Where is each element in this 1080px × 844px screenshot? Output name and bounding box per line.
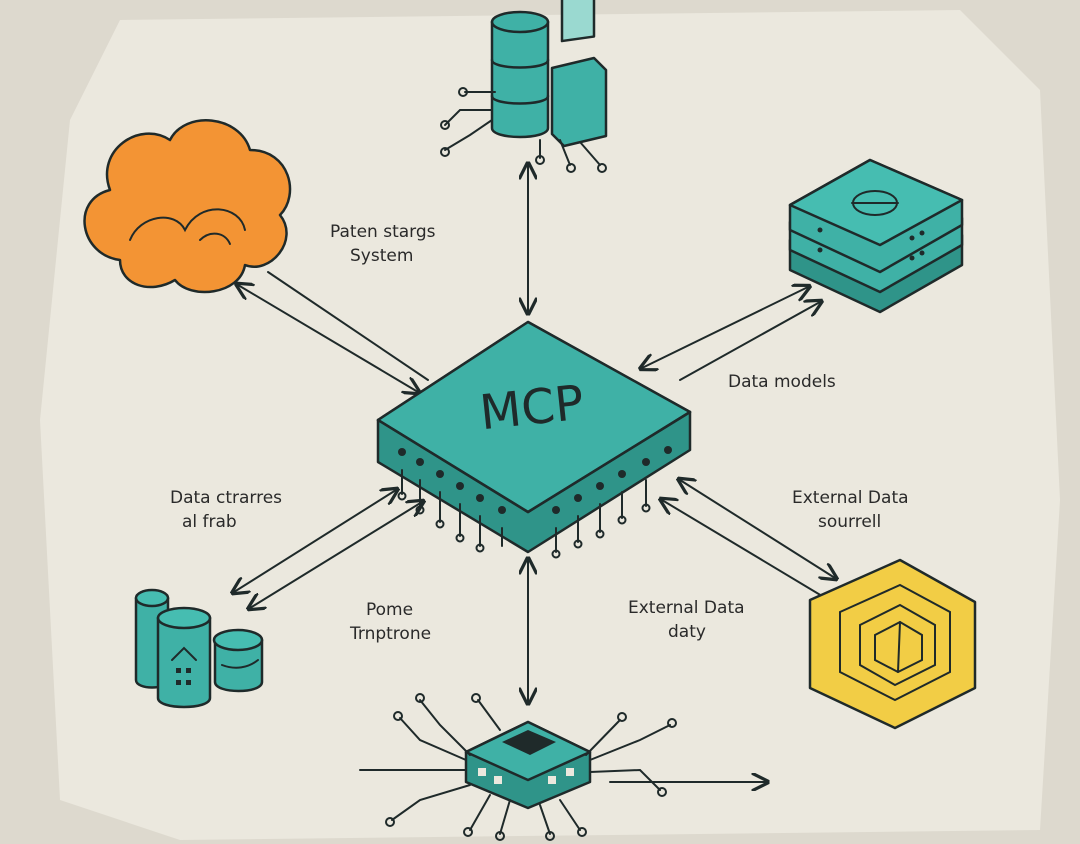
connections xyxy=(234,165,835,782)
arrow-storage-2 xyxy=(250,502,422,608)
label-top-left-line-2: System xyxy=(350,246,414,266)
storage-cylinders-icon xyxy=(134,588,264,709)
label-bottom-right-line-1: External Data xyxy=(628,598,745,618)
mcp-hub-chip xyxy=(376,320,692,559)
label-bottom-left-line-1: Pome xyxy=(366,600,414,620)
label-top-left-line-1: Paten stargs xyxy=(330,222,436,242)
arrow-cloud xyxy=(238,285,418,392)
label-left-line-2: al frab xyxy=(182,512,237,532)
label-left: Data ctrarres al frab xyxy=(170,486,282,534)
database-server-icon xyxy=(440,0,608,173)
label-right-lower-line-2: sourrell xyxy=(818,512,882,532)
arrow-cube xyxy=(680,480,835,578)
label-right-lower-line-1: External Data xyxy=(792,488,909,508)
label-right-lower: External Data sourrell xyxy=(792,486,909,534)
server-stack-icon xyxy=(788,158,964,314)
arrow-cloud-2 xyxy=(267,271,429,381)
label-right-line-1: Data models xyxy=(728,372,836,392)
mcp-hub-label: MCP xyxy=(477,375,586,442)
small-chip-icon xyxy=(359,693,677,841)
cube-icon xyxy=(808,558,977,730)
arrow-cube-2 xyxy=(662,500,823,597)
cloud-icon xyxy=(83,119,292,294)
label-left-line-1: Data ctrarres xyxy=(170,488,283,508)
arrow-servers-2 xyxy=(679,302,820,381)
label-bottom-left: Pome Trnptrone xyxy=(350,598,431,646)
arrow-servers xyxy=(642,287,808,368)
label-top-left: Paten stargs System xyxy=(330,220,436,268)
label-bottom-left-line-2: Trnptrone xyxy=(350,624,432,644)
label-bottom-right-line-2: daty xyxy=(668,622,706,642)
label-bottom-right: External Data daty xyxy=(628,596,745,644)
label-right: Data models xyxy=(728,370,836,394)
